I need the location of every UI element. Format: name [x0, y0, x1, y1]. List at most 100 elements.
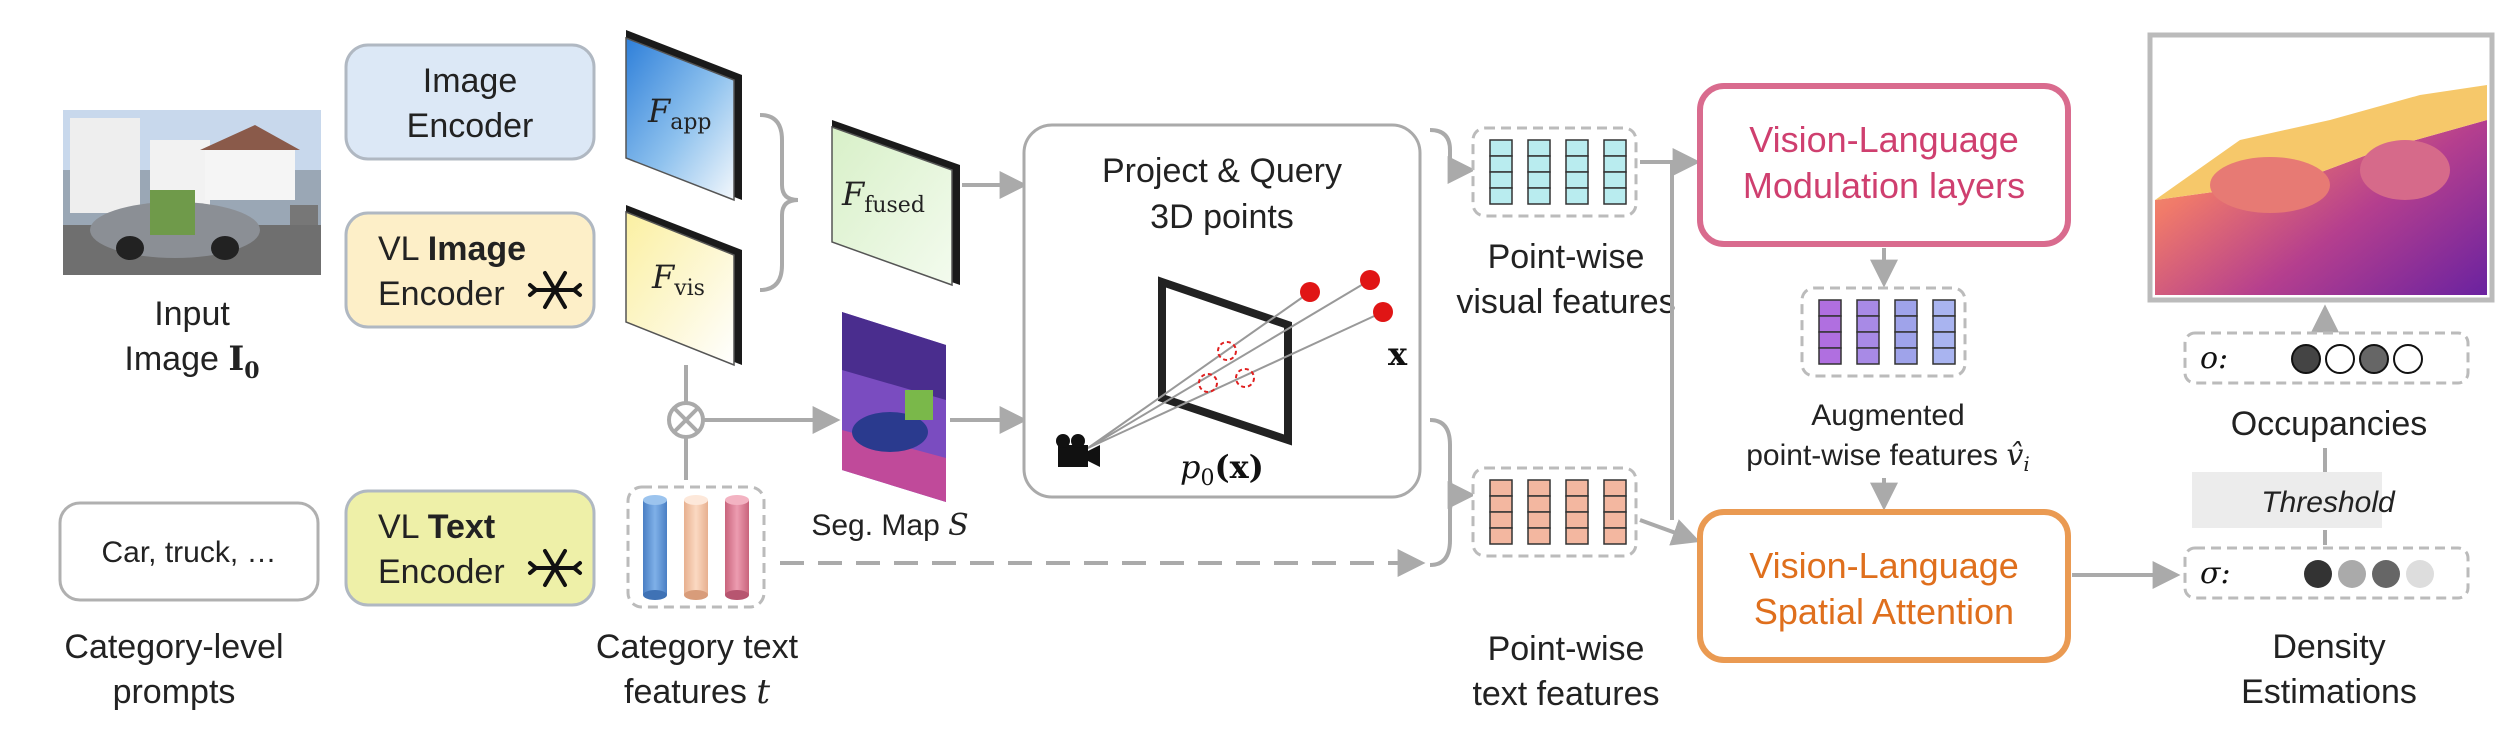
feature-app-sub: app: [670, 110, 711, 135]
feature-vis-sub: vis: [673, 276, 705, 301]
density-symbol: σ:: [2200, 556, 2231, 591]
feature-cell: [1603, 495, 1627, 513]
project-query-box: [1022, 123, 1422, 499]
feature-cell: [1932, 315, 1956, 333]
augmented-line1: Augmented: [1811, 399, 1964, 432]
feature-cell: [1527, 511, 1551, 529]
pointwise-text-line1: Point-wise: [1488, 630, 1645, 668]
vl-spatial-box: [1697, 509, 2071, 663]
pointwise-text-frame: [1471, 466, 1638, 558]
feature-cell: [1603, 139, 1627, 157]
feature-cell: [1603, 187, 1627, 205]
feature-cell: [1527, 527, 1551, 545]
augmented-sub: i: [2023, 452, 2029, 476]
density-dots: [2304, 560, 2434, 588]
feature-vis-label: Fvis: [651, 258, 705, 301]
vl-image-encoder-box: [344, 211, 596, 329]
feature-cell: [1489, 171, 1513, 189]
camera-projection-base: p: [1180, 448, 1200, 486]
feature-cell: [1818, 331, 1842, 349]
occupancy-symbol: o:: [2200, 341, 2228, 376]
pointwise-visual-line2: visual features: [1456, 283, 1675, 321]
vl-image-encoder-prefix: VL: [378, 230, 428, 268]
feature-map-app: [625, 30, 742, 202]
input-image-label-line2: Image I0: [124, 339, 259, 384]
projection-illustration: [1087, 270, 1393, 449]
feature-cell: [1527, 187, 1551, 205]
seg-map-symbol: S: [948, 508, 969, 543]
image-encoder-line2: Encoder: [407, 107, 534, 145]
occupancy-dots: [2291, 344, 2423, 374]
vl-text-encoder-box: [344, 489, 596, 607]
feature-cell: [1489, 155, 1513, 173]
seg-map-image: [842, 312, 946, 502]
feature-cell: [1856, 347, 1880, 365]
merge-brace: [759, 113, 799, 292]
feature-cell: [1856, 299, 1880, 317]
prompt-box: [58, 501, 320, 602]
occupancy-render: [2155, 40, 2487, 295]
feature-cell: [1489, 511, 1513, 529]
project-to-text-brace: [1429, 418, 1469, 567]
feature-cell: [1565, 187, 1589, 205]
density-label-line1: Density: [2272, 628, 2385, 666]
feature-cell: [1603, 155, 1627, 173]
feature-cell: [1603, 479, 1627, 497]
feature-cell: [1565, 495, 1589, 513]
vl-modulation-line2: Modulation layers: [1743, 165, 2025, 206]
vl-text-encoder-line1: VL Text: [378, 508, 495, 546]
augmented-prefix: point-wise features: [1746, 439, 2006, 472]
augmented-line2: point-wise features v̂i: [1746, 438, 2030, 476]
input-image-label-line1: Input: [154, 295, 230, 333]
camera-icon: [1056, 434, 1100, 467]
vl-spatial-line1: Vision-Language: [1749, 545, 2019, 586]
text-to-spatial-arrow: [1639, 518, 1701, 546]
feature-cell: [1894, 331, 1918, 349]
feature-cell: [1894, 299, 1918, 317]
feature-map-vis: [625, 205, 742, 367]
threshold-text: Threshold: [2261, 486, 2396, 519]
feature-vis-base: F: [651, 258, 676, 296]
vl-modulation-box: [1697, 83, 2071, 247]
vl-text-encoder-prefix: VL: [378, 508, 428, 546]
text-features-symbol: t: [756, 672, 770, 712]
feature-cell: [1489, 139, 1513, 157]
feature-cell: [1489, 187, 1513, 205]
snowflake-icon: [528, 549, 582, 587]
pointwise-text-line2: text features: [1472, 675, 1659, 713]
feature-cell: [1527, 479, 1551, 497]
text-feature-cylinders: [643, 495, 749, 600]
occupancies-label: Occupancies: [2231, 405, 2428, 443]
image-encoder-line1: Image: [423, 62, 518, 100]
feature-cell: [1489, 527, 1513, 545]
project-query-line1: Project & Query: [1102, 152, 1342, 190]
feature-fused-sub: fused: [864, 193, 925, 218]
vl-text-encoder-bold: Text: [428, 508, 495, 546]
vl-image-encoder-bold: Image: [428, 230, 526, 268]
camera-projection-sub: 0: [1200, 466, 1214, 491]
threshold-box: [2192, 472, 2382, 528]
input-image-subscript: 0: [244, 358, 259, 384]
feature-cell: [1527, 495, 1551, 513]
snowflake-icon: [528, 271, 582, 309]
augmented-frame: [1800, 286, 1967, 378]
prompts-label-line2: prompts: [113, 673, 236, 711]
text-features-label-line1: Category text: [596, 628, 799, 666]
prompts-label-line1: Category-level: [64, 628, 283, 666]
feature-cell: [1818, 299, 1842, 317]
multiply-cross-b: [672, 406, 700, 434]
feature-cell: [1527, 139, 1551, 157]
augmented-cells: [1818, 299, 1956, 365]
feature-cell: [1894, 347, 1918, 365]
feature-cell: [1565, 171, 1589, 189]
feature-cell: [1603, 511, 1627, 529]
feature-cell: [1894, 315, 1918, 333]
pointwise-visual-line1: Point-wise: [1488, 238, 1645, 276]
feature-cell: [1565, 479, 1589, 497]
feature-cell: [1932, 331, 1956, 349]
text-features-label-line2: features t: [624, 672, 770, 712]
input-image-label-prefix: Image: [124, 340, 228, 378]
feature-cell: [1489, 495, 1513, 513]
feature-cell: [1818, 315, 1842, 333]
